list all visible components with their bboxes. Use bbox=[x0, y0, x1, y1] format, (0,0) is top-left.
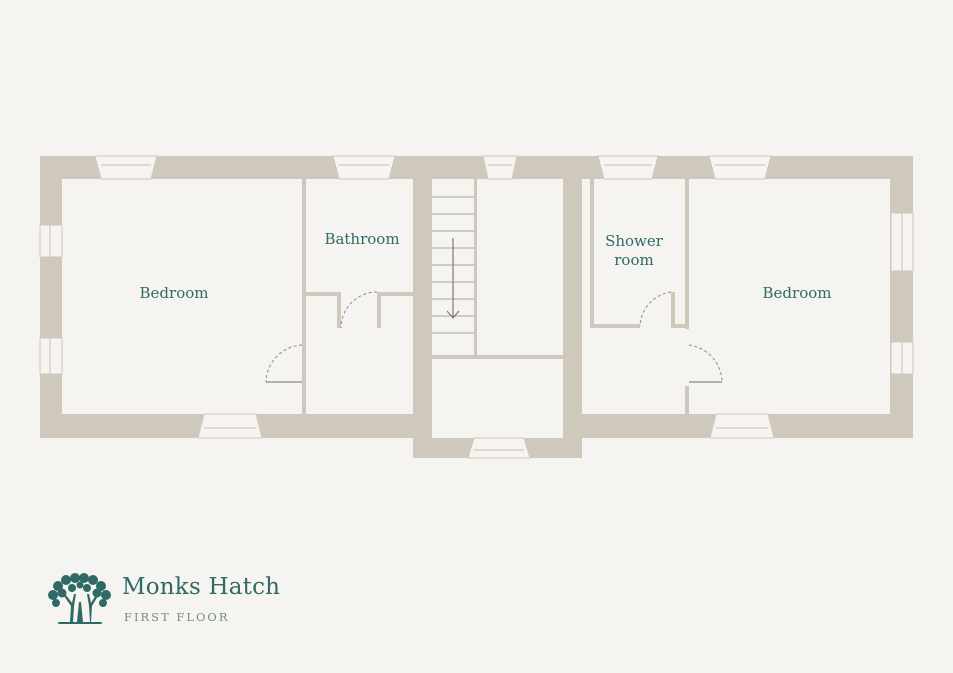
room-label-bedroom-left: Bedroom bbox=[140, 284, 209, 302]
window-top-4 bbox=[597, 155, 659, 180]
window-left-1 bbox=[39, 224, 63, 258]
shower-wall-right-bottom bbox=[671, 324, 689, 328]
bath-wall-right bbox=[377, 292, 413, 296]
window-bottom-1 bbox=[197, 413, 263, 439]
window-top-1 bbox=[94, 155, 158, 180]
window-bottom-3 bbox=[709, 413, 775, 439]
partition-bedroom-right-low bbox=[685, 386, 689, 414]
partition-stair-right bbox=[563, 179, 582, 359]
door-bathroom bbox=[340, 291, 378, 329]
partition-bedroom-left-low bbox=[302, 386, 306, 414]
partition-stair-mid bbox=[474, 179, 477, 359]
doors bbox=[265, 291, 723, 383]
window-top-2 bbox=[332, 155, 396, 180]
door-bedroom-left bbox=[265, 344, 303, 383]
window-bottom-2 bbox=[467, 437, 531, 459]
window-top-5 bbox=[708, 155, 772, 180]
tree-icon bbox=[48, 573, 111, 624]
bath-wall-right-drop bbox=[377, 292, 381, 328]
partition-bedroom-left bbox=[302, 179, 306, 339]
outer-wall bbox=[40, 156, 913, 458]
brand-name: Monks Hatch bbox=[122, 574, 281, 600]
arrow-down-icon bbox=[446, 238, 460, 319]
stair-landing-wall bbox=[432, 355, 563, 359]
window-glazing-lines bbox=[49, 164, 903, 451]
shower-wall-bottom bbox=[590, 324, 640, 328]
room-label-shower-line1: Shower bbox=[605, 232, 664, 250]
bath-wall-left-drop bbox=[337, 292, 341, 328]
walls bbox=[40, 156, 913, 458]
bath-wall-left bbox=[306, 292, 341, 296]
windows bbox=[39, 155, 914, 459]
partition-bedroom-right bbox=[685, 179, 689, 329]
shower-wall-right-drop bbox=[671, 292, 675, 328]
room-label-bedroom-right: Bedroom bbox=[763, 284, 832, 302]
floor-level-label: FIRST FLOOR bbox=[124, 610, 230, 624]
brand-block: Monks Hatch FIRST FLOOR bbox=[44, 572, 304, 632]
door-bedroom-right bbox=[688, 344, 723, 383]
bay-fill bbox=[432, 402, 563, 438]
window-top-3 bbox=[482, 155, 518, 180]
window-left-2 bbox=[39, 337, 63, 375]
door-shower bbox=[639, 291, 672, 327]
room-label-shower-line2: room bbox=[614, 251, 653, 269]
shower-wall-left bbox=[590, 179, 594, 328]
room-label-bathroom: Bathroom bbox=[324, 230, 399, 248]
partition-bath-right bbox=[413, 179, 432, 359]
